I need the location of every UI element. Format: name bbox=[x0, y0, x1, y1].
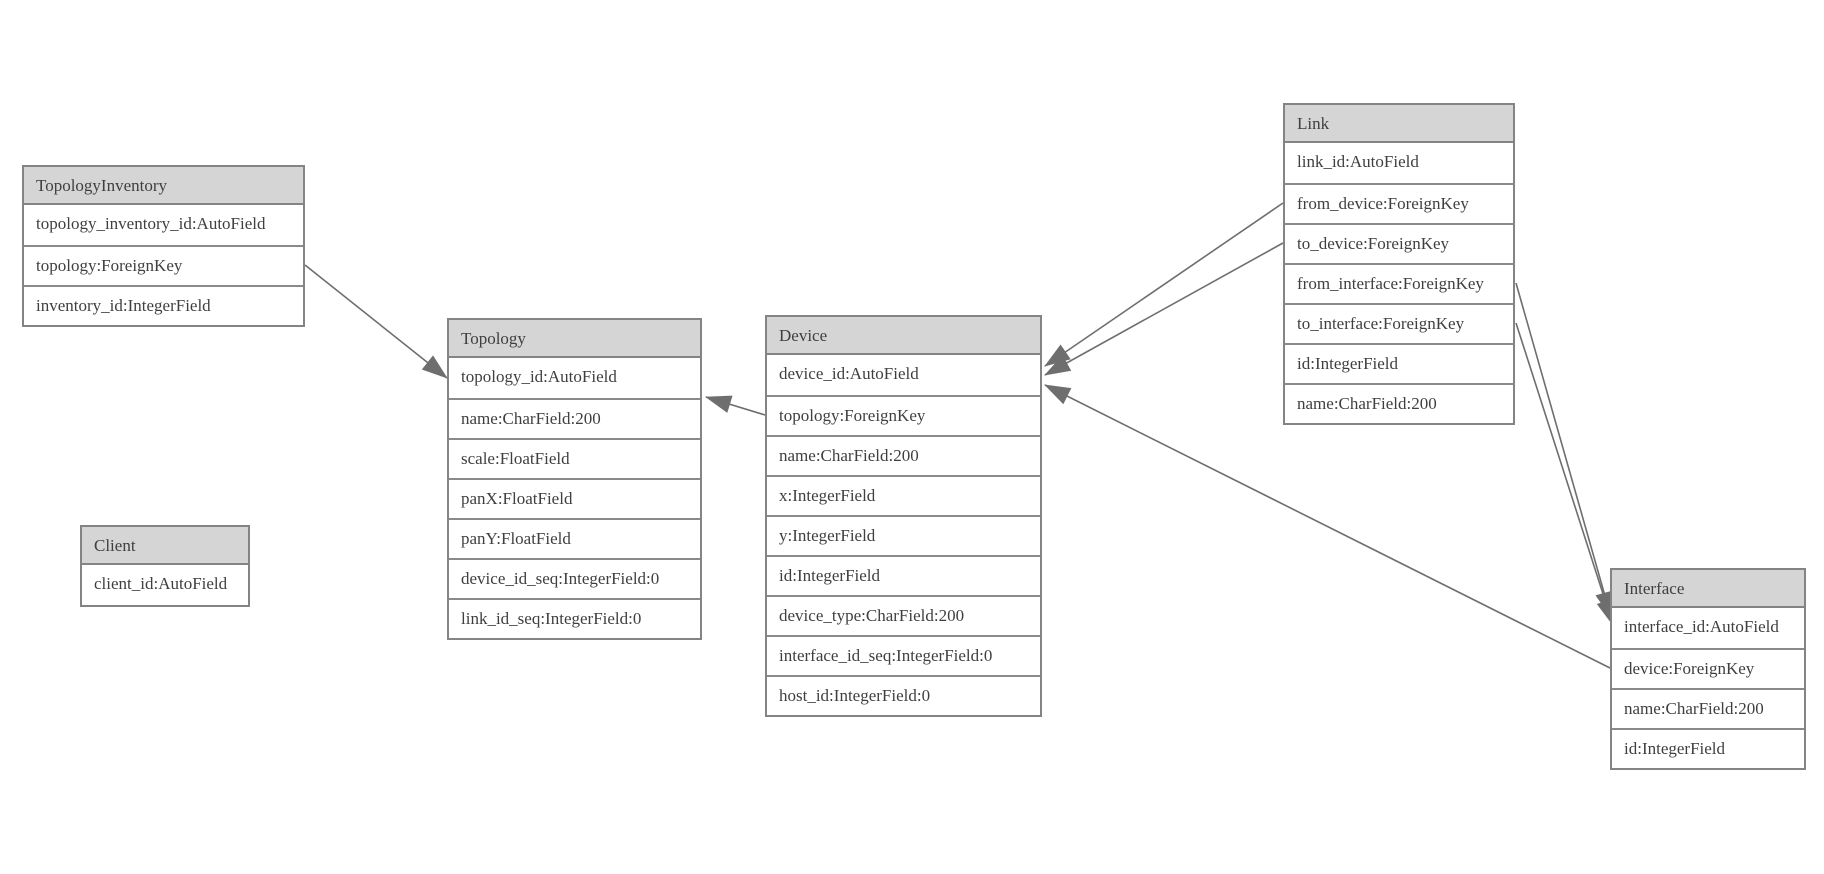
entity-field: panX:FloatField bbox=[449, 478, 700, 518]
entity-title: Topology bbox=[449, 320, 700, 358]
entity-field: interface_id:AutoField bbox=[1624, 617, 1779, 636]
entity-field: from_device:ForeignKey bbox=[1285, 183, 1513, 223]
entity-field: topology:ForeignKey bbox=[24, 245, 303, 285]
entity-field: y:IntegerField bbox=[767, 515, 1040, 555]
relationship-link-from_device bbox=[1044, 202, 1284, 367]
entity-field: id:IntegerField bbox=[767, 555, 1040, 595]
entity-field: id:IntegerField bbox=[1285, 343, 1513, 383]
entity-field: name:CharField:200 bbox=[449, 398, 700, 438]
entity-field: panY:FloatField bbox=[449, 518, 700, 558]
entity-topology: Topology topology_id:AutoField name:CharFi… bbox=[447, 318, 702, 640]
entity-field: inventory_id:IntegerField bbox=[24, 285, 303, 325]
relationship-lines bbox=[304, 202, 1614, 669]
entity-field: device:ForeignKey bbox=[1612, 648, 1804, 688]
entity-title: Interface bbox=[1612, 570, 1804, 608]
entity-field: to_device:ForeignKey bbox=[1285, 223, 1513, 263]
entity-field: to_interface:ForeignKey bbox=[1285, 303, 1513, 343]
entity-field: from_interface:ForeignKey bbox=[1285, 263, 1513, 303]
entity-field: topology_inventory_id:AutoField bbox=[36, 214, 266, 233]
entity-title: Client bbox=[82, 527, 248, 565]
relationship-device-topology bbox=[705, 395, 766, 416]
entity-field: scale:FloatField bbox=[449, 438, 700, 478]
relationship-interface-device bbox=[1044, 384, 1611, 669]
entity-field: interface_id_seq:IntegerField:0 bbox=[767, 635, 1040, 675]
entity-device: Device device_id:AutoField topology:Foreig… bbox=[765, 315, 1042, 717]
relationship-link-to_device bbox=[1044, 242, 1284, 376]
entity-field: device_id_seq:IntegerField:0 bbox=[449, 558, 700, 598]
entity-title: TopologyInventory bbox=[24, 167, 303, 205]
entity-field: topology_id:AutoField bbox=[461, 367, 617, 386]
relationship-link-to_interface bbox=[1515, 322, 1614, 626]
entity-field: link_id:AutoField bbox=[1297, 152, 1419, 171]
entity-field: name:CharField:200 bbox=[767, 435, 1040, 475]
entity-field: device_id:AutoField bbox=[779, 364, 919, 383]
entity-field: host_id:IntegerField:0 bbox=[767, 675, 1040, 715]
entity-title: Link bbox=[1285, 105, 1513, 143]
entity-interface: Interface interface_id:AutoField device:Fo… bbox=[1610, 568, 1806, 770]
relationship-topologyinventory-topology bbox=[304, 264, 448, 379]
entity-field: x:IntegerField bbox=[767, 475, 1040, 515]
relationship-link-from_interface bbox=[1515, 282, 1613, 618]
entity-link: Link link_id:AutoField from_device:Foreign… bbox=[1283, 103, 1515, 425]
entity-title: Device bbox=[767, 317, 1040, 355]
entity-field: name:CharField:200 bbox=[1612, 688, 1804, 728]
entity-field: id:IntegerField bbox=[1612, 728, 1804, 768]
entity-field: name:CharField:200 bbox=[1285, 383, 1513, 423]
entity-field: device_type:CharField:200 bbox=[767, 595, 1040, 635]
entity-client: Client client_id:AutoField bbox=[80, 525, 250, 607]
entity-field: link_id_seq:IntegerField:0 bbox=[449, 598, 700, 638]
entity-topologyinventory: TopologyInventory topology_inventory_id:A… bbox=[22, 165, 305, 327]
entity-field: client_id:AutoField bbox=[94, 574, 228, 593]
entity-field: topology:ForeignKey bbox=[767, 395, 1040, 435]
